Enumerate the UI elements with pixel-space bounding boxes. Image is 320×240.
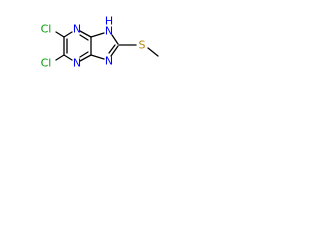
atom-label-nh-h: H: [105, 15, 113, 28]
bond-n-bottom-c4: [63, 54, 73, 61]
atom-label-n-top: N: [73, 23, 81, 36]
bond-n-top-c2-inner: [79, 34, 89, 41]
atom-label-n-imidazole: N: [105, 55, 113, 68]
bond-c1-n-top: [63, 31, 73, 38]
atom-label-cl-top: Cl: [41, 23, 52, 36]
bond-c5-n-imidazole: [110, 45, 119, 57]
bond-n-imidazole-c3: [90, 54, 105, 60]
bond-nh-c5: [111, 34, 119, 45]
bond-c1-cl-top: [55, 31, 65, 38]
bond-c5-n-imidazole-inner: [108, 44, 116, 54]
atom-label-nh-n: N: [105, 25, 113, 38]
atom-label-cl-bottom: Cl: [41, 57, 52, 70]
bond-c3-n-bottom: [79, 54, 92, 62]
bond-c2-nh: [90, 32, 105, 38]
bond-c3-n-bottom-inner: [79, 51, 89, 58]
atom-label-s: S: [139, 39, 146, 52]
bond-c4-cl-bottom: [55, 54, 65, 61]
atom-label-n-bottom: N: [73, 57, 81, 70]
bond-s-methyl: [147, 47, 159, 57]
chemical-structure-diagram: Cl Cl N N N H N S: [41, 15, 159, 70]
bond-n-top-c2: [79, 30, 92, 38]
